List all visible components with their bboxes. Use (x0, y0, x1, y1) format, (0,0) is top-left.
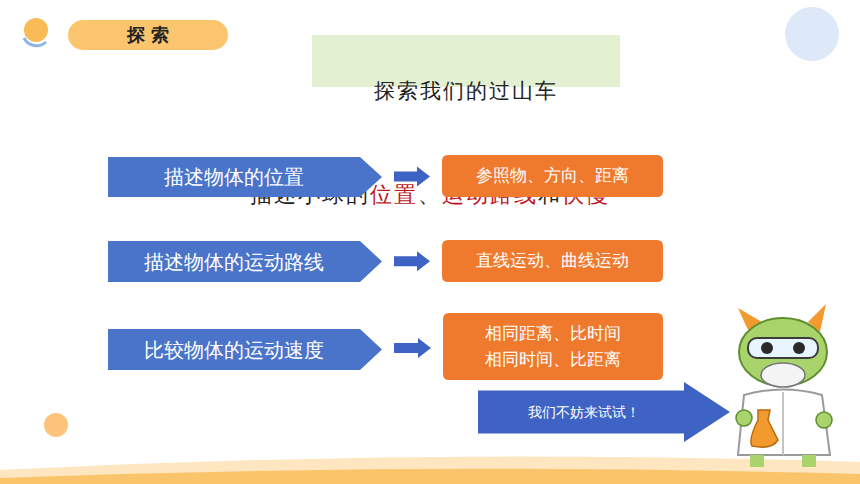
topic-arrow-box: 描述物体的运动路线 (108, 241, 382, 282)
node-outline (442, 240, 663, 282)
callout-arrow: 我们不妨来试试！ (478, 382, 730, 442)
subtitle-part: 位置 (370, 182, 418, 207)
node-outline (478, 382, 730, 442)
node-outline (108, 329, 382, 370)
node-text: 描述物体的运动路线 (144, 247, 324, 277)
title-text: 探索我们的过山车 (312, 65, 620, 117)
node-outline (443, 313, 663, 380)
deco-circle (24, 18, 48, 42)
deco-arc (24, 38, 46, 46)
node-text: 描述物体的位置 (164, 162, 304, 192)
block-arrow (394, 251, 430, 271)
answer-box: 相同距离、比时间相同时间、比距离 (443, 313, 663, 380)
node-text: 比较物体的运动速度 (144, 335, 324, 365)
node-text: 参照物、方向、距离 (476, 163, 629, 189)
answer-box: 直线运动、曲线运动 (442, 240, 663, 282)
bottom-band (0, 469, 860, 484)
answer-box: 参照物、方向、距离 (442, 155, 663, 197)
deco-circle (44, 413, 68, 437)
title-text: 探索我们的过山车 (374, 79, 558, 103)
mascot (736, 304, 832, 467)
tab-pill (68, 20, 228, 50)
bottom-band (0, 457, 860, 484)
block-arrow (394, 338, 431, 358)
node-outline (108, 241, 382, 282)
node-text: 相同时间、比距离 (485, 347, 621, 373)
topic-arrow-box: 比较物体的运动速度 (108, 329, 382, 370)
node-outline (108, 157, 382, 197)
deco-circle (785, 7, 839, 61)
tab-label: 探 索 (68, 20, 228, 50)
node-outline (442, 155, 663, 197)
node-text: 直线运动、曲线运动 (476, 248, 629, 274)
node-text: 我们不妨来试试！ (528, 402, 640, 423)
tab-label: 探 索 (127, 24, 169, 45)
topic-arrow-box: 描述物体的位置 (108, 157, 382, 197)
subtitle-part: 、 (418, 182, 442, 207)
node-text: 相同距离、比时间 (485, 321, 621, 347)
